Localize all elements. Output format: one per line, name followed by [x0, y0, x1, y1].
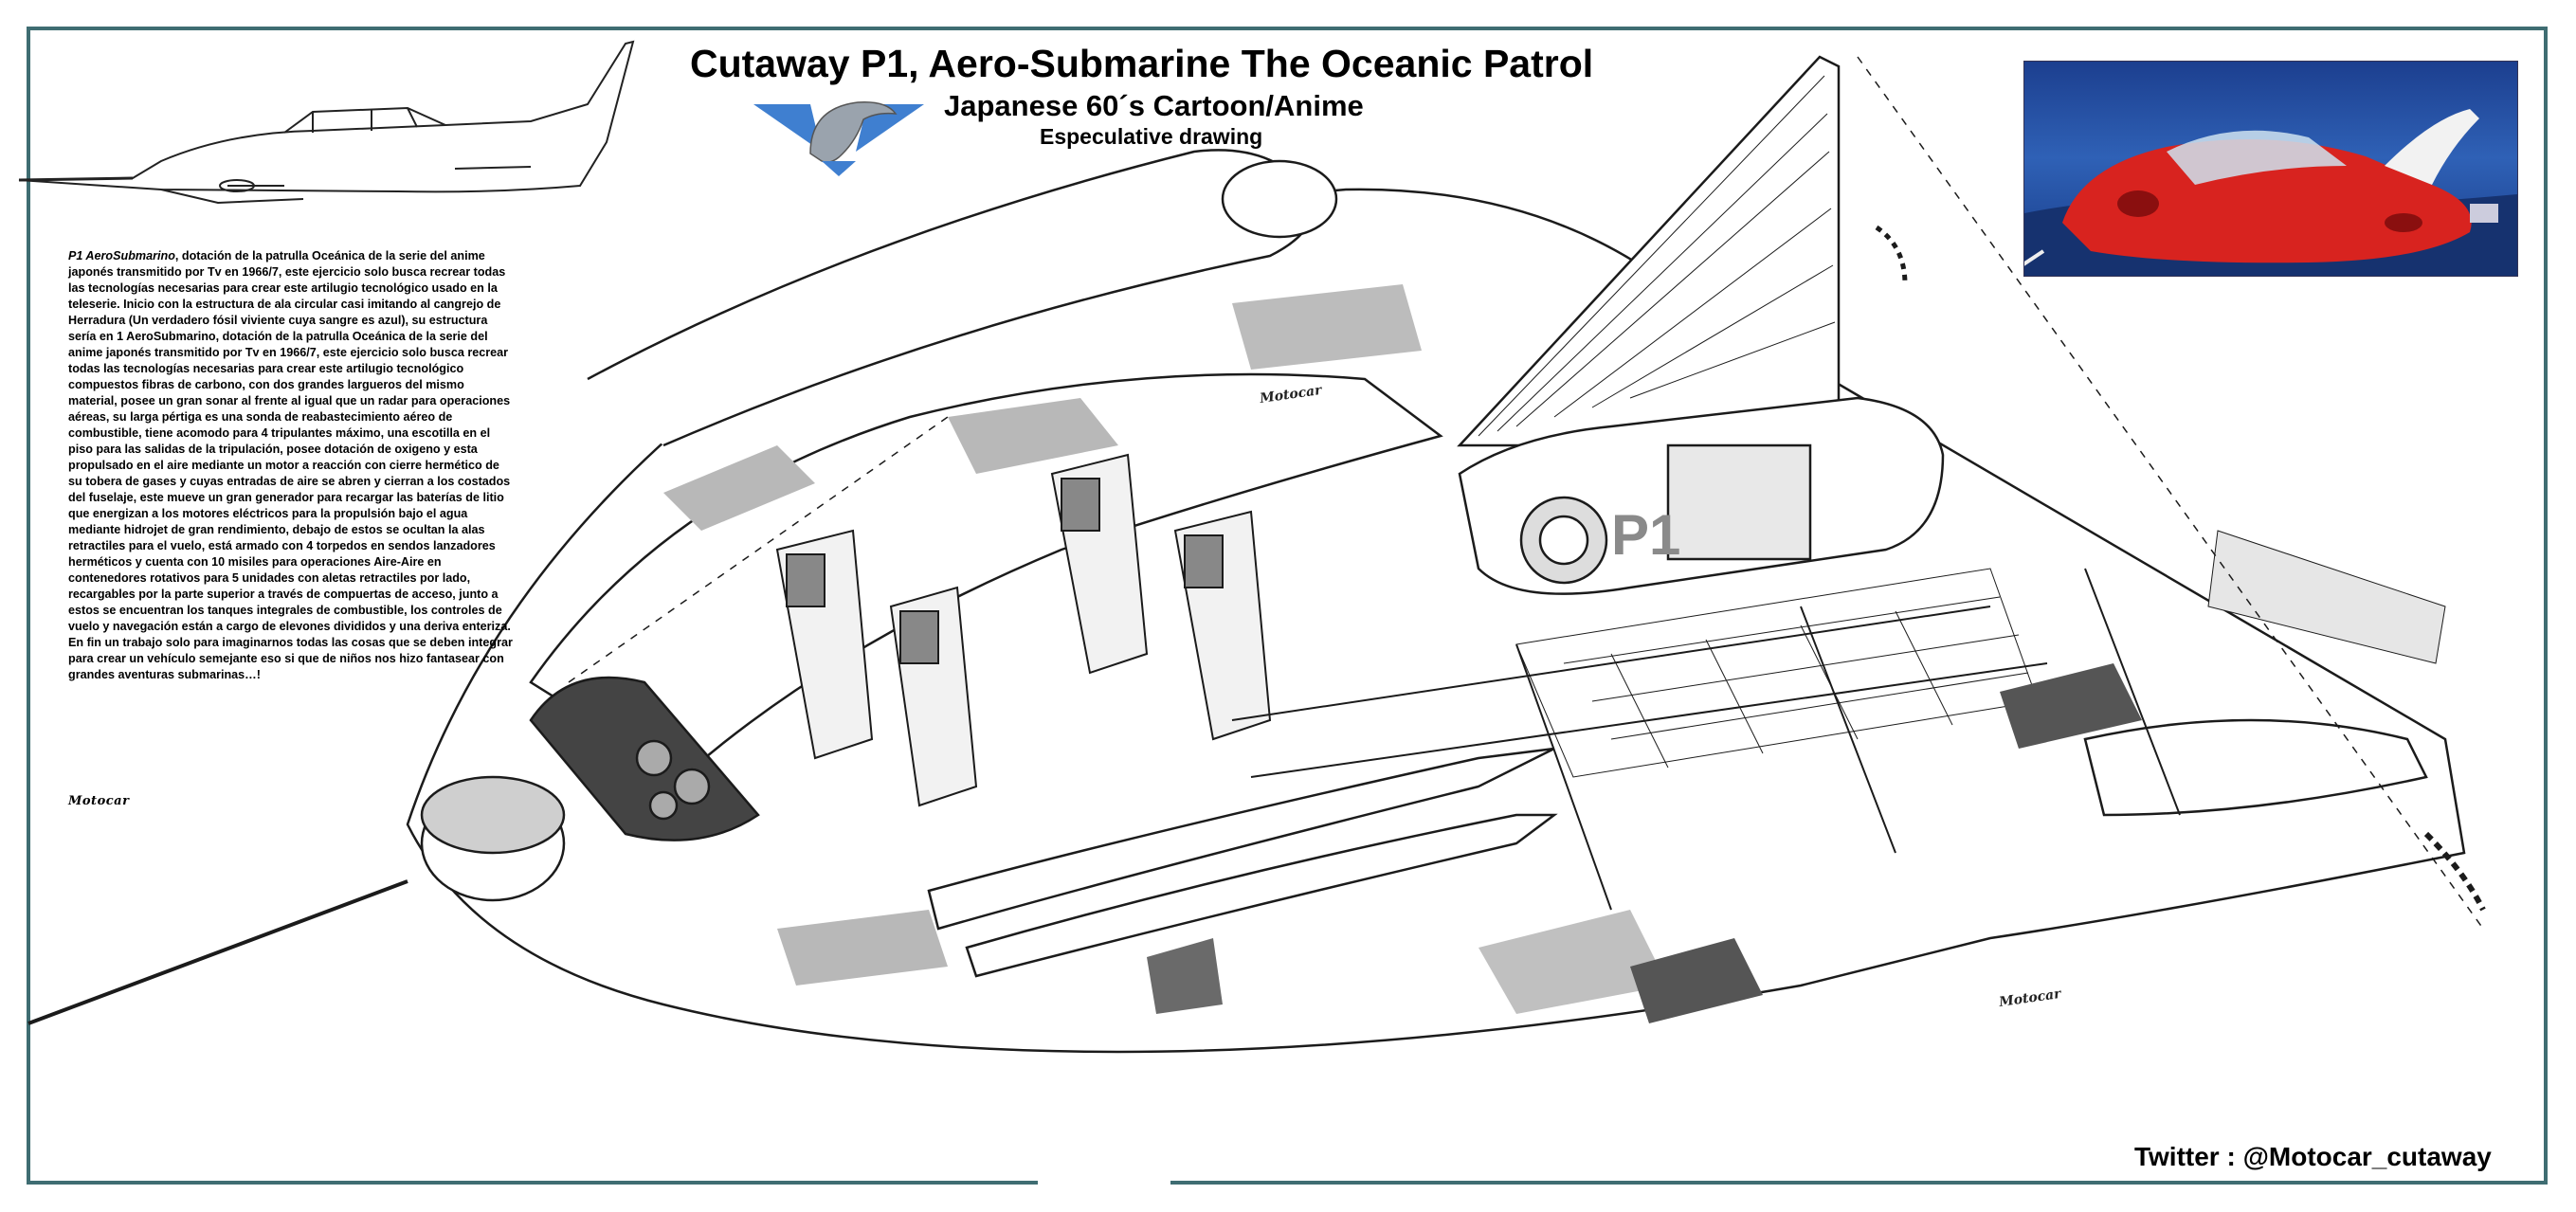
- frame-gap: [1038, 1181, 1170, 1190]
- description-paragraph: P1 AeroSubmarino, dotación de la patrull…: [68, 248, 514, 683]
- twitter-handle: Twitter : @Motocar_cutaway: [2134, 1142, 2492, 1171]
- aircraft-body: [27, 55, 2486, 1054]
- page-subtitle: Japanese 60´s Cartoon/Anime: [944, 89, 1364, 122]
- author-signature: Motocar: [68, 794, 130, 808]
- side-profile: [18, 40, 635, 205]
- photo-badge: [2470, 204, 2498, 223]
- dolphin-emblem: [753, 101, 924, 176]
- description-lead: P1 AeroSubmarino: [68, 249, 175, 262]
- page-title: Cutaway P1, Aero-Submarine The Oceanic P…: [690, 42, 1594, 85]
- drawing-note: Especulative drawing: [1040, 124, 1263, 149]
- engine-letter-label: P1: [1611, 503, 1680, 567]
- brand-label-2: Motocar: [1997, 986, 2063, 1010]
- page-frame: [27, 27, 2548, 1185]
- description-block: P1 AeroSubmarino, dotación de la patrull…: [68, 248, 514, 683]
- description-text: , dotación de la patrulla Oceánica de la…: [68, 249, 513, 681]
- reference-photo-art: [2024, 109, 2517, 276]
- reference-photo: [2023, 61, 2518, 277]
